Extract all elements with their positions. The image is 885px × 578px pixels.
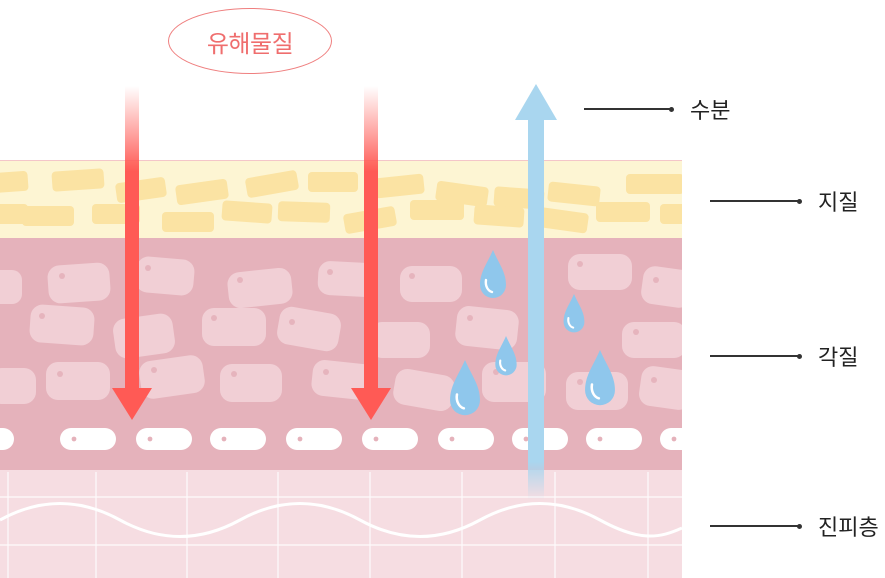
harmful-arrow-icon bbox=[112, 86, 152, 420]
harmful-arrow-icon bbox=[351, 86, 391, 420]
label-dermis-text: 진피층 bbox=[818, 516, 879, 541]
harmful-substance-label: 유해물질 bbox=[206, 29, 294, 58]
label-dermis: 진피층 bbox=[710, 510, 879, 542]
lipid-layer bbox=[0, 160, 682, 238]
corneum-layer bbox=[0, 238, 700, 470]
label-corneum: 각질 bbox=[710, 340, 858, 372]
label-moisture: 수분 bbox=[584, 93, 730, 125]
water-drop-icon bbox=[563, 294, 585, 333]
moisture-arrow-icon bbox=[515, 84, 557, 500]
label-corneum-text: 각질 bbox=[818, 346, 859, 371]
water-drop-icon bbox=[480, 250, 506, 298]
dermis-wave bbox=[0, 502, 682, 538]
label-lipid: 지질 bbox=[710, 185, 858, 217]
label-moisture-text: 수분 bbox=[690, 99, 731, 124]
water-drops bbox=[450, 250, 615, 416]
label-lipid-text: 지질 bbox=[818, 191, 859, 216]
water-drop-icon bbox=[495, 336, 517, 376]
water-drop-icon bbox=[450, 360, 480, 416]
dermis-layer bbox=[0, 470, 682, 578]
harmful-substance-badge: 유해물질 bbox=[168, 8, 332, 74]
water-drop-icon bbox=[585, 350, 615, 406]
